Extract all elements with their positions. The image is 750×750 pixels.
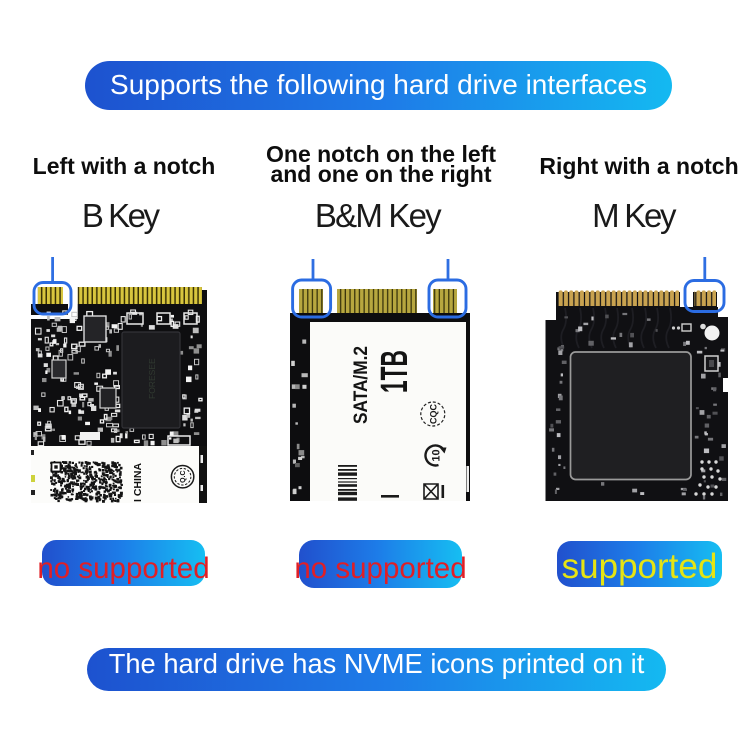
svg-text:Q.C: Q.C xyxy=(180,470,187,482)
svg-text:1TB: 1TB xyxy=(374,350,416,393)
svg-text:CQC: CQC xyxy=(428,404,438,425)
svg-text:10: 10 xyxy=(431,449,443,461)
svg-text:FORESEE: FORESEE xyxy=(147,358,157,399)
svg-text:SATA/M.2: SATA/M.2 xyxy=(351,346,372,424)
svg-text:I CHINA: I CHINA xyxy=(132,463,144,503)
